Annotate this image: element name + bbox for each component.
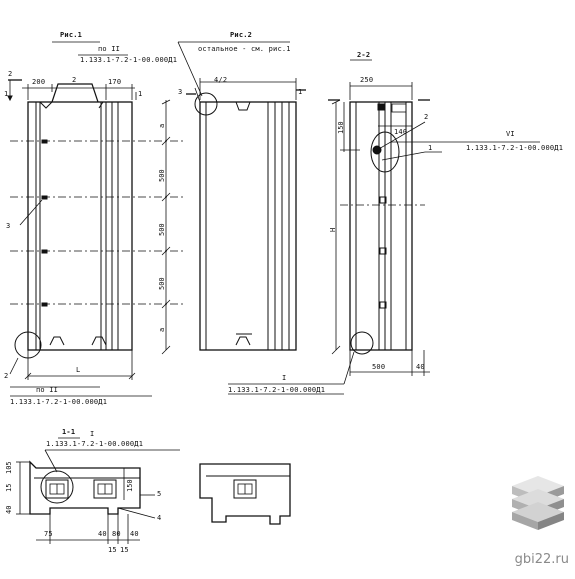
- dim-15-c: 15: [120, 546, 129, 554]
- ref-top-left: 2: [8, 70, 13, 78]
- dim-40-c: 40: [130, 530, 139, 538]
- ref-i: I: [282, 374, 287, 382]
- cut-mark-1: 1: [4, 90, 9, 98]
- dim-H: Н: [329, 227, 337, 232]
- cut-mark-4-2: 4/2: [214, 76, 228, 84]
- section-1-1-label: 1-1: [62, 428, 76, 436]
- bottom-po2: по II: [36, 386, 59, 394]
- site-watermark[interactable]: gbi22.ru: [514, 552, 569, 567]
- dim-L: L: [76, 366, 81, 374]
- cut-mark-3: 3: [178, 88, 183, 96]
- dim-40-b: 40: [98, 530, 107, 538]
- cut-mark-2: 2: [72, 76, 77, 84]
- site-logo-icon: [512, 476, 564, 530]
- dim-140: 140: [394, 128, 408, 136]
- ref-4: 4: [157, 514, 162, 522]
- dim-150-section: 150: [126, 479, 134, 492]
- dim-500-2: 500: [158, 223, 166, 236]
- dim-250: 250: [360, 76, 374, 84]
- fig2-panel: [177, 41, 306, 351]
- ref-5: 5: [157, 490, 162, 498]
- section-2-2: [228, 59, 540, 395]
- dim-a-top: а: [158, 123, 166, 128]
- fig1-panel: [7, 41, 185, 397]
- dim-a-bottom: а: [158, 327, 166, 332]
- fig1-title: Рис.1: [60, 31, 83, 39]
- dim-40-left: 40: [5, 505, 13, 514]
- fig2-title: Рис.2: [230, 31, 253, 39]
- dim-170: 170: [108, 78, 122, 86]
- fig2-subtitle: остальное - см. рис.1: [198, 45, 291, 53]
- dim-15: 15: [5, 483, 13, 492]
- dim-500-bottom: 500: [372, 363, 386, 371]
- ref-2-section: 2: [424, 113, 429, 121]
- dim-500-3: 500: [158, 277, 166, 290]
- dim-80: 80: [112, 530, 121, 538]
- fig1-code: 1.133.1-7.2-1-00.000Д1: [80, 56, 178, 64]
- dim-40-bottom: 40: [416, 363, 425, 371]
- fig1-subtitle: по II: [98, 45, 121, 53]
- sec-i-code: 1.133.1-7.2-1-00.000Д1: [46, 440, 144, 448]
- dim-105: 105: [5, 461, 13, 474]
- dim-200: 200: [32, 78, 46, 86]
- ref-3: 3: [6, 222, 11, 230]
- ref-1-section: 1: [428, 144, 433, 152]
- dim-150: 150: [337, 121, 345, 134]
- section-2-2-label: 2-2: [357, 51, 371, 59]
- section-1-1: [16, 437, 180, 544]
- section-fig2-cut: [199, 463, 291, 525]
- bottom-code-left: 1.133.1-7.2-1-00.000Д1: [10, 398, 108, 406]
- ref-i-code: 1.133.1-7.2-1-00.000Д1: [228, 386, 326, 394]
- bottom-ref-2: 2: [4, 372, 9, 380]
- cut-mark-1-right: 1: [138, 90, 143, 98]
- dim-500-1: 500: [158, 169, 166, 182]
- dim-75: 75: [44, 530, 53, 538]
- ref-vi-code: 1.133.1-7.2-1-00.000Д1: [466, 144, 564, 152]
- dim-15-b: 15: [108, 546, 117, 554]
- ref-vi: VI: [506, 130, 515, 138]
- sec-i: I: [90, 430, 95, 438]
- cut-mark-1-fig2: 1: [298, 88, 303, 96]
